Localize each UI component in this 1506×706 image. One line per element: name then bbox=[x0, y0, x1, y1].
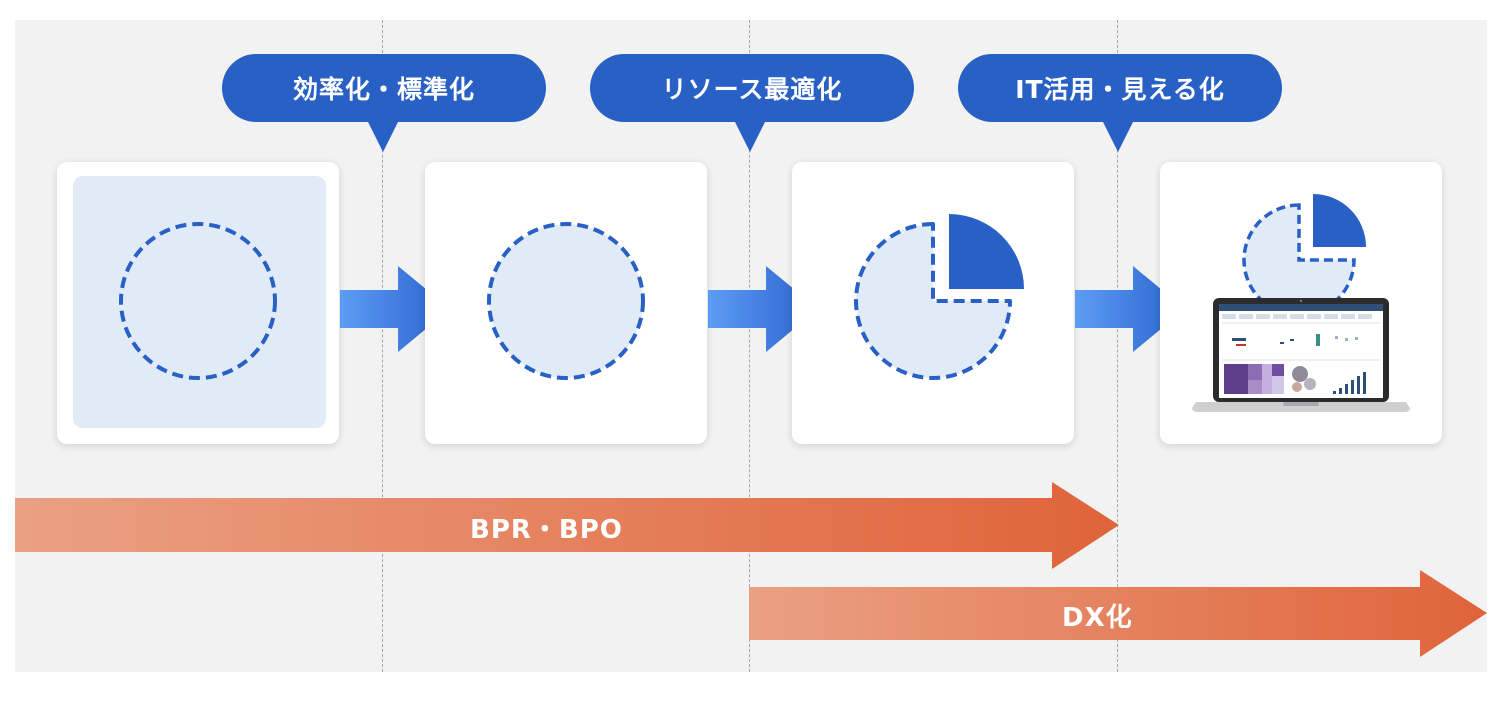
phase-label-pointer bbox=[367, 120, 399, 152]
card-highlight bbox=[73, 176, 326, 428]
flow-arrow-icon bbox=[708, 266, 818, 352]
dashed-circle-icon bbox=[487, 222, 645, 380]
phase-divider bbox=[382, 20, 383, 672]
phase-label-efficiency: 効率化・標準化 bbox=[222, 54, 546, 122]
phase-divider bbox=[1117, 20, 1118, 672]
laptop-dashboard-icon bbox=[1192, 298, 1410, 412]
dx-label: DX化 bbox=[1062, 603, 1133, 633]
stage-card-1 bbox=[57, 162, 339, 444]
pie-quarter-split-icon bbox=[1242, 194, 1366, 317]
phase-label-resource: リソース最適化 bbox=[590, 54, 914, 122]
phase-label-pointer bbox=[1102, 120, 1134, 152]
stage-card-4 bbox=[1160, 162, 1442, 444]
pie-quarter-split-icon bbox=[854, 214, 1024, 380]
flow-arrow-icon bbox=[1075, 266, 1185, 352]
dashed-circle-icon bbox=[119, 222, 277, 380]
phase-label-it: IT活用・見える化 bbox=[958, 54, 1282, 122]
flow-arrow-icon bbox=[340, 266, 450, 352]
phase-label-pointer bbox=[734, 120, 766, 152]
phase-divider bbox=[749, 20, 750, 672]
bpr-bpo-label: BPR・BPO bbox=[470, 515, 623, 545]
stage-card-3 bbox=[792, 162, 1074, 444]
stage-card-2 bbox=[425, 162, 707, 444]
